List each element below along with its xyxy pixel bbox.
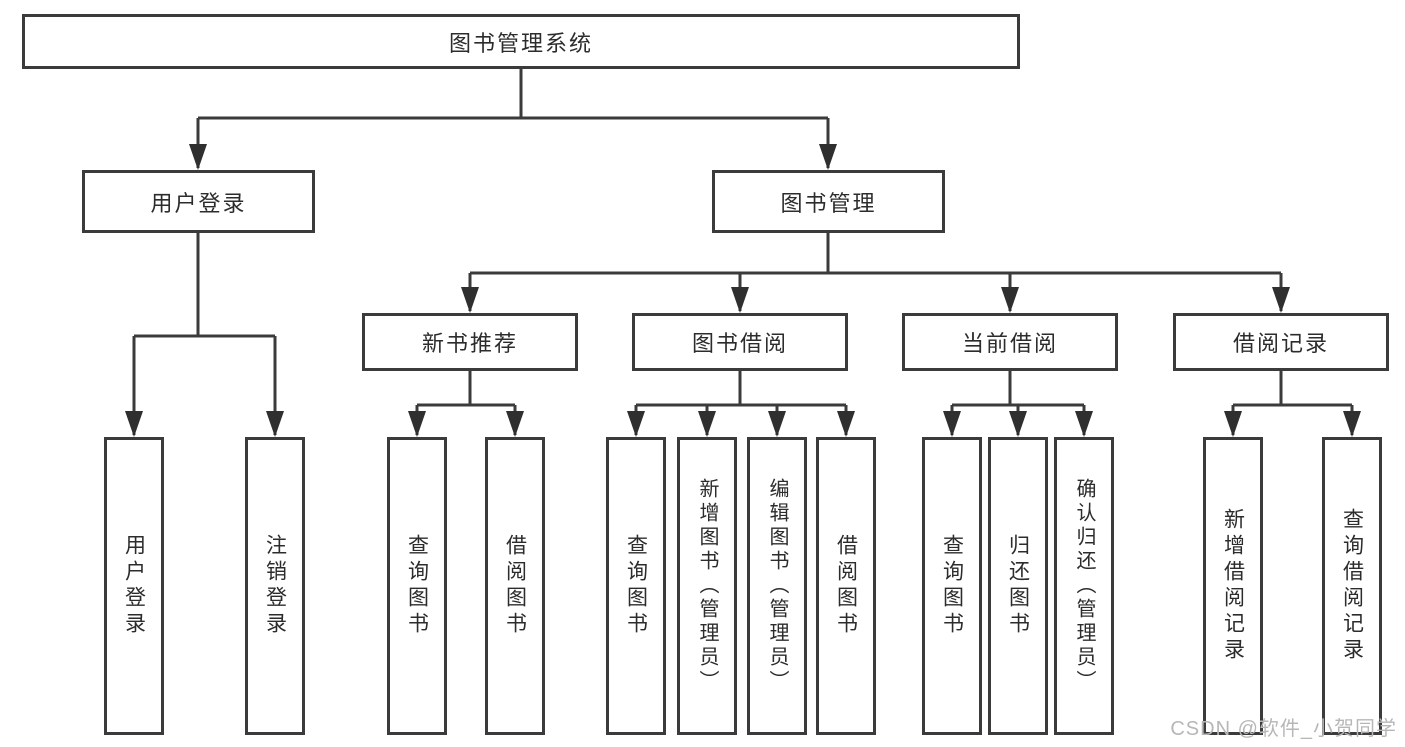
- arrowheads-new-book-children: [408, 411, 524, 437]
- node-user-login: 用户登录: [82, 170, 315, 233]
- node-book-borrow-label: 图书借阅: [691, 331, 788, 356]
- leaf-edit-books-admin: 编辑图书（管理员）: [747, 437, 807, 735]
- leaf-query-borrow-record: 查询借阅记录: [1322, 437, 1382, 735]
- node-new-book-rec: 新书推荐: [362, 313, 578, 371]
- leaf-query-books-current: 查询图书: [922, 437, 982, 735]
- leaf-user-login: 用户登录: [104, 437, 164, 735]
- connector-root-to-level2: [196, 69, 830, 168]
- leaf-user-login-label: 用户登录: [122, 534, 146, 638]
- leaf-query-books-borrow: 查询图书: [606, 437, 666, 735]
- node-current-borrow: 当前借阅: [902, 313, 1118, 371]
- node-book-mgmt: 图书管理: [712, 170, 945, 233]
- node-user-login-label: 用户登录: [150, 190, 247, 216]
- arrowheads-current-borrow-children: [943, 411, 1093, 437]
- leaf-borrow-books-rec-label: 借阅图书: [503, 534, 527, 638]
- leaf-confirm-return-admin: 确认归还（管理员）: [1054, 437, 1114, 735]
- node-borrow-records-label: 借阅记录: [1232, 331, 1329, 356]
- node-book-mgmt-label: 图书管理: [780, 190, 877, 216]
- node-book-borrow: 图书借阅: [632, 313, 848, 371]
- leaf-borrow-books-label: 借阅图书: [834, 534, 858, 638]
- leaf-add-borrow-record-label: 新增借阅记录: [1221, 508, 1245, 664]
- connector-book-mgmt-sections: [468, 233, 1283, 311]
- leaf-add-books-admin: 新增图书（管理员）: [677, 437, 737, 735]
- leaf-confirm-return-admin-label: 确认归还（管理员）: [1073, 478, 1095, 694]
- leaf-query-books-rec-label: 查询图书: [405, 534, 429, 638]
- leaf-add-borrow-record: 新增借阅记录: [1203, 437, 1263, 735]
- leaf-borrow-books: 借阅图书: [816, 437, 876, 735]
- csdn-watermark: CSDN @软件_小贺同学: [1170, 718, 1397, 740]
- connector-book-borrow-children: [634, 371, 848, 435]
- leaf-query-books-current-label: 查询图书: [940, 534, 964, 638]
- leaf-query-borrow-record-label: 查询借阅记录: [1340, 508, 1364, 664]
- arrowheads-user-login-children: [125, 411, 284, 437]
- leaf-edit-books-admin-label: 编辑图书（管理员）: [766, 478, 788, 694]
- connector-user-login-children: [132, 233, 277, 435]
- node-root-label: 图书管理系统: [448, 30, 593, 56]
- arrowheads-book-mgmt-sections: [461, 287, 1290, 313]
- connector-new-book-children: [415, 371, 517, 435]
- leaf-query-books-rec: 查询图书: [387, 437, 447, 735]
- node-new-book-rec-label: 新书推荐: [421, 331, 518, 356]
- connector-borrow-records-children: [1231, 371, 1354, 435]
- leaf-return-books-label: 归还图书: [1006, 534, 1030, 638]
- leaf-add-books-admin-label: 新增图书（管理员）: [696, 478, 718, 694]
- leaf-return-books: 归还图书: [988, 437, 1048, 735]
- leaf-borrow-books-rec: 借阅图书: [485, 437, 545, 735]
- leaf-query-books-borrow-label: 查询图书: [624, 534, 648, 638]
- leaf-logout-label: 注销登录: [263, 534, 287, 638]
- node-borrow-records: 借阅记录: [1173, 313, 1389, 371]
- leaf-logout: 注销登录: [245, 437, 305, 735]
- arrowheads-level2: [189, 144, 837, 170]
- arrowheads-book-borrow-children: [627, 411, 855, 437]
- node-root: 图书管理系统: [22, 14, 1020, 69]
- node-current-borrow-label: 当前借阅: [961, 331, 1058, 356]
- arrowheads-borrow-records-children: [1224, 411, 1361, 437]
